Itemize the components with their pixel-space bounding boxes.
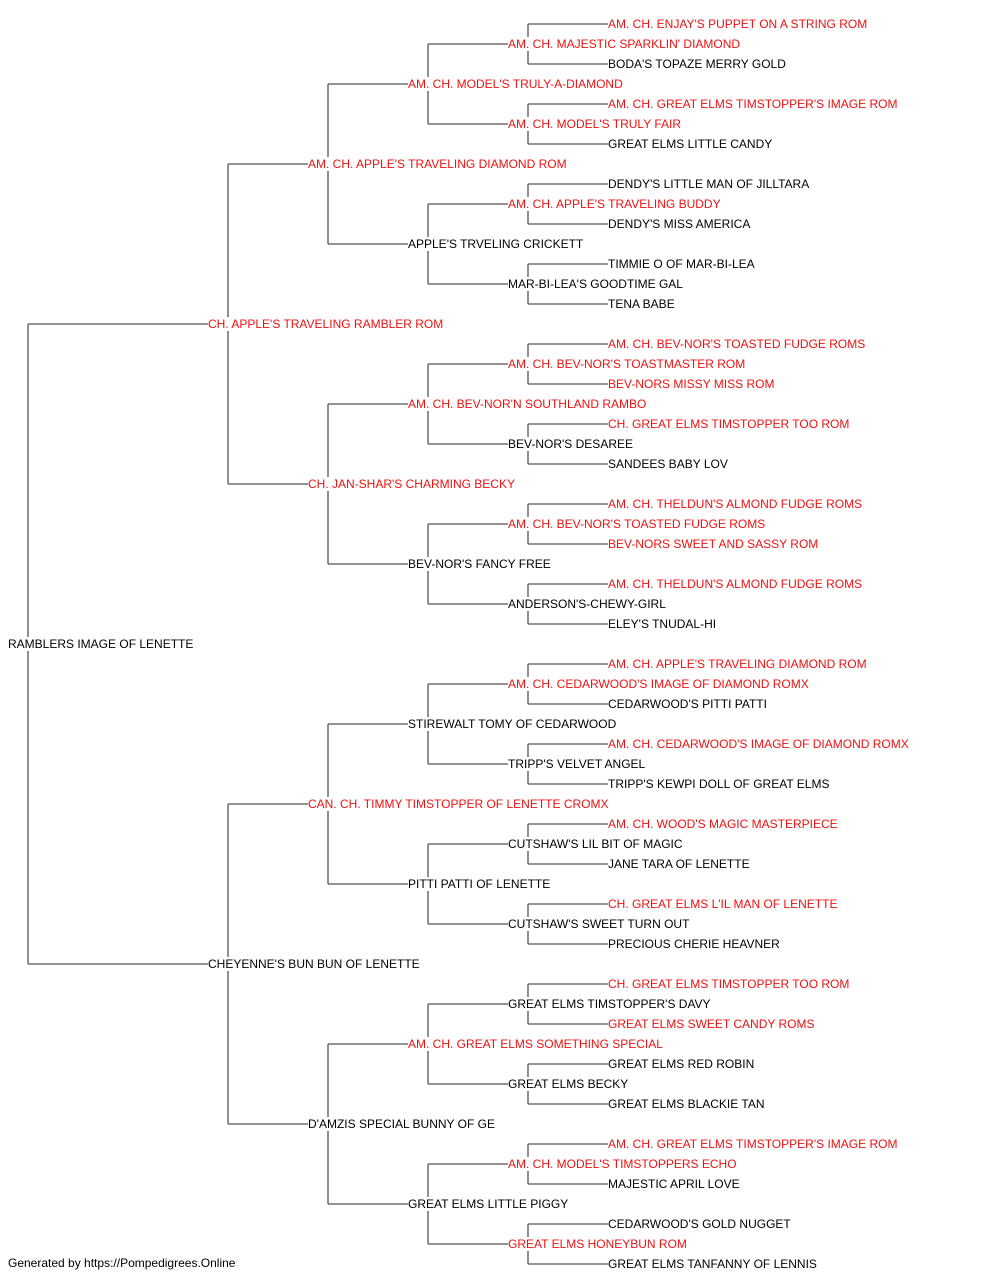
dog-name-gen5: AM. CH. APPLE'S TRAVELING DIAMOND ROM bbox=[608, 657, 869, 671]
dog-name-gen5: DENDY'S LITTLE MAN OF JILLTARA bbox=[608, 177, 812, 191]
dog-name-gen3: BEV-NOR'S FANCY FREE bbox=[408, 557, 553, 571]
dog-name-gen5: AM. CH. THELDUN'S ALMOND FUDGE ROMS bbox=[608, 577, 865, 591]
dog-name-gen4: MAR-BI-LEA'S GOODTIME GAL bbox=[508, 277, 685, 291]
dog-name-gen3: AM. CH. GREAT ELMS SOMETHING SPECIAL bbox=[408, 1037, 665, 1051]
dog-name-gen5: AM. CH. THELDUN'S ALMOND FUDGE ROMS bbox=[608, 497, 865, 511]
dog-name-gen4: GREAT ELMS TIMSTOPPER'S DAVY bbox=[508, 997, 713, 1011]
dog-name-gen4: AM. CH. BEV-NOR'S TOASTED FUDGE ROMS bbox=[508, 517, 768, 531]
dog-name-gen4: AM. CH. MODEL'S TIMSTOPPERS ECHO bbox=[508, 1157, 739, 1171]
dog-name-gen5: BEV-NORS MISSY MISS ROM bbox=[608, 377, 777, 391]
dog-name-gen1: CH. APPLE'S TRAVELING RAMBLER ROM bbox=[208, 317, 446, 331]
dog-name-gen5: CH. GREAT ELMS TIMSTOPPER TOO ROM bbox=[608, 417, 852, 431]
footer-credit: Generated by https://Pompedigrees.Online bbox=[8, 1256, 236, 1270]
dog-name-gen5: AM. CH. WOOD'S MAGIC MASTERPIECE bbox=[608, 817, 840, 831]
dog-name-gen5: PRECIOUS CHERIE HEAVNER bbox=[608, 937, 782, 951]
dog-name-gen5: DENDY'S MISS AMERICA bbox=[608, 217, 753, 231]
dog-name-gen5: GREAT ELMS SWEET CANDY ROMS bbox=[608, 1017, 817, 1031]
dog-name-gen2: AM. CH. APPLE'S TRAVELING DIAMOND ROM bbox=[308, 157, 569, 171]
dog-name-gen5: BEV-NORS SWEET AND SASSY ROM bbox=[608, 537, 821, 551]
dog-name-gen5: TRIPP'S KEWPI DOLL OF GREAT ELMS bbox=[608, 777, 832, 791]
dog-name-gen3: APPLE'S TRVELING CRICKETT bbox=[408, 237, 586, 251]
dog-name-gen5: SANDEES BABY LOV bbox=[608, 457, 730, 471]
dog-name-gen3: STIREWALT TOMY OF CEDARWOOD bbox=[408, 717, 619, 731]
dog-name-gen4: CUTSHAW'S LIL BIT OF MAGIC bbox=[508, 837, 685, 851]
dog-name-gen5: AM. CH. GREAT ELMS TIMSTOPPER'S IMAGE RO… bbox=[608, 97, 900, 111]
dog-name-gen5: BODA'S TOPAZE MERRY GOLD bbox=[608, 57, 788, 71]
dog-name-gen4: AM. CH. BEV-NOR'S TOASTMASTER ROM bbox=[508, 357, 748, 371]
dog-name-gen5: JANE TARA OF LENETTE bbox=[608, 857, 752, 871]
dog-name-gen2: CAN. CH. TIMMY TIMSTOPPER OF LENETTE CRO… bbox=[308, 797, 611, 811]
dog-name-gen5: GREAT ELMS TANFANNY OF LENNIS bbox=[608, 1257, 819, 1271]
dog-name-gen4: ANDERSON'S-CHEWY-GIRL bbox=[508, 597, 668, 611]
dog-name-gen3: AM. CH. BEV-NOR'N SOUTHLAND RAMBO bbox=[408, 397, 649, 411]
dog-name-gen5: CH. GREAT ELMS TIMSTOPPER TOO ROM bbox=[608, 977, 852, 991]
dog-name-gen5: CEDARWOOD'S PITTI PATTI bbox=[608, 697, 769, 711]
dog-name-gen5: CH. GREAT ELMS L'IL MAN OF LENETTE bbox=[608, 897, 840, 911]
dog-name-gen2: CH. JAN-SHAR'S CHARMING BECKY bbox=[308, 477, 517, 491]
dog-name-gen4: TRIPP'S VELVET ANGEL bbox=[508, 757, 648, 771]
dog-name-gen5: AM. CH. ENJAY'S PUPPET ON A STRING ROM bbox=[608, 17, 870, 31]
dog-name-gen5: GREAT ELMS BLACKIE TAN bbox=[608, 1097, 767, 1111]
dog-name-gen5: AM. CH. BEV-NOR'S TOASTED FUDGE ROMS bbox=[608, 337, 868, 351]
dog-name-gen1: CHEYENNE'S BUN BUN OF LENETTE bbox=[208, 957, 422, 971]
dog-name-gen3: PITTI PATTI OF LENETTE bbox=[408, 877, 553, 891]
dog-name-gen2: D'AMZIS SPECIAL BUNNY OF GE bbox=[308, 1117, 497, 1131]
dog-name-gen5: GREAT ELMS RED ROBIN bbox=[608, 1057, 757, 1071]
dog-name-gen4: GREAT ELMS HONEYBUN ROM bbox=[508, 1237, 689, 1251]
dog-name-gen5: AM. CH. CEDARWOOD'S IMAGE OF DIAMOND ROM… bbox=[608, 737, 911, 751]
dog-name-gen4: AM. CH. MAJESTIC SPARKLIN' DIAMOND bbox=[508, 37, 743, 51]
dog-name-gen4: AM. CH. MODEL'S TRULY FAIR bbox=[508, 117, 683, 131]
dog-name-gen4: AM. CH. APPLE'S TRAVELING BUDDY bbox=[508, 197, 723, 211]
dog-name-gen4: AM. CH. CEDARWOOD'S IMAGE OF DIAMOND ROM… bbox=[508, 677, 811, 691]
dog-name-gen3: GREAT ELMS LITTLE PIGGY bbox=[408, 1197, 571, 1211]
dog-name-gen5: TIMMIE O OF MAR-BI-LEA bbox=[608, 257, 757, 271]
dog-name-gen5: CEDARWOOD'S GOLD NUGGET bbox=[608, 1217, 793, 1231]
dog-name-gen4: CUTSHAW'S SWEET TURN OUT bbox=[508, 917, 692, 931]
dog-name-gen5: ELEY'S TNUDAL-HI bbox=[608, 617, 719, 631]
dog-name-gen5: AM. CH. GREAT ELMS TIMSTOPPER'S IMAGE RO… bbox=[608, 1137, 900, 1151]
dog-name-gen0: RAMBLERS IMAGE OF LENETTE bbox=[8, 637, 196, 651]
dog-name-gen4: GREAT ELMS BECKY bbox=[508, 1077, 631, 1091]
dog-name-gen5: MAJESTIC APRIL LOVE bbox=[608, 1177, 742, 1191]
dog-name-gen4: BEV-NOR'S DESAREE bbox=[508, 437, 635, 451]
dog-name-gen5: GREAT ELMS LITTLE CANDY bbox=[608, 137, 775, 151]
dog-name-gen5: TENA BABE bbox=[608, 297, 677, 311]
dog-name-gen3: AM. CH. MODEL'S TRULY-A-DIAMOND bbox=[408, 77, 625, 91]
